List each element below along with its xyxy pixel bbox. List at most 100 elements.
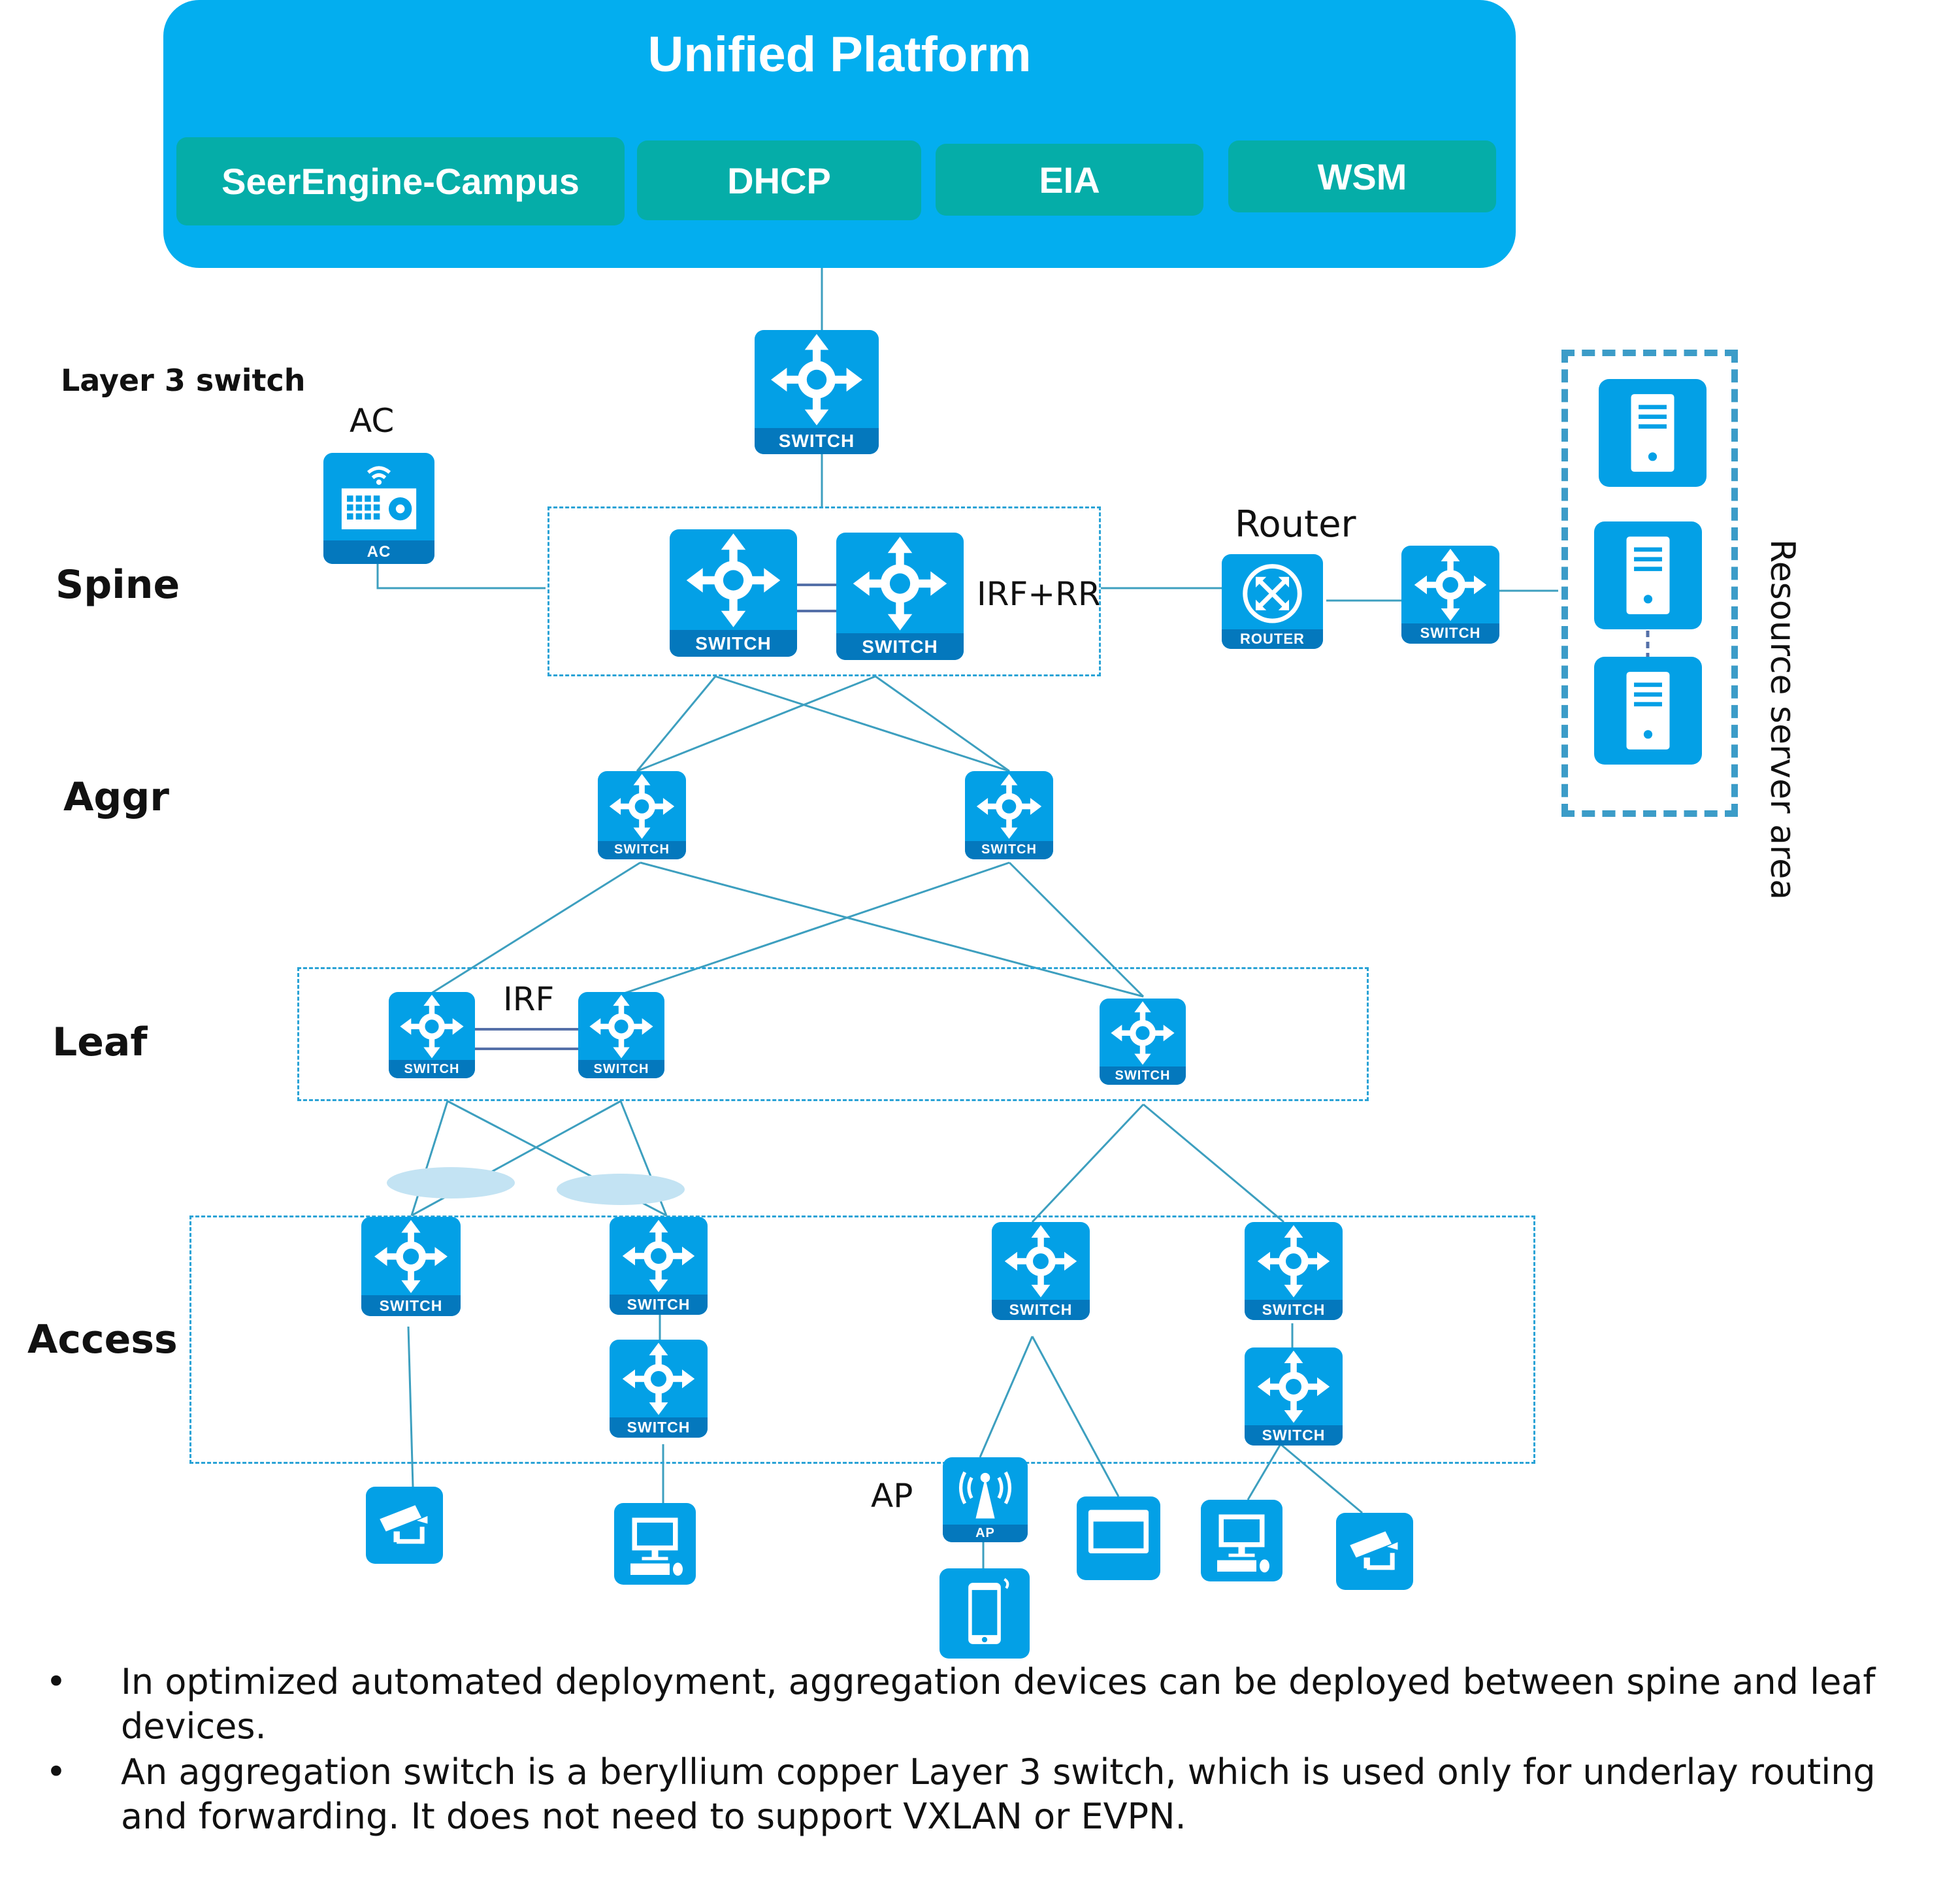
resource-server-zone (1561, 350, 1738, 817)
phone[interactable] (939, 1568, 1030, 1659)
access-switch-4[interactable]: SWITCH (992, 1222, 1090, 1320)
pc-icon (630, 1517, 683, 1576)
spine-switch-1[interactable]: SWITCH (670, 529, 797, 657)
terminal[interactable] (1077, 1496, 1160, 1580)
server-2[interactable] (1594, 521, 1702, 629)
leaf-switch-2[interactable]: SWITCH (578, 992, 664, 1078)
device-label: SWITCH (361, 1295, 461, 1316)
access-switch-2[interactable]: SWITCH (610, 1217, 708, 1315)
resource-area-label: Resource server area (1763, 539, 1802, 901)
device-label: SWITCH (610, 1417, 708, 1438)
device-label: SWITCH (598, 840, 686, 859)
leaf-zone (297, 967, 1369, 1101)
switch-icon (622, 1342, 695, 1415)
aggr-switch-1[interactable]: SWITCH (598, 771, 686, 859)
irf-rr-tag: IRF+RR (977, 575, 1101, 613)
layer3-switch[interactable]: SWITCH (755, 330, 879, 454)
device-label: AP (943, 1524, 1028, 1542)
access-switch-6[interactable]: SWITCH (1245, 1347, 1343, 1446)
switch-icon (374, 1219, 448, 1293)
server-1[interactable] (1599, 379, 1707, 487)
device-label: SWITCH (836, 633, 964, 660)
device-label: SWITCH (1245, 1425, 1343, 1446)
server-icon (1631, 394, 1674, 472)
device-label: SWITCH (755, 428, 879, 454)
camera-icon (380, 1505, 428, 1544)
access-controller[interactable]: AC (323, 453, 434, 564)
switch-icon (1257, 1225, 1330, 1298)
switch-icon (771, 334, 862, 425)
module-wsm: WSM (1228, 140, 1496, 212)
access-controller-icon (341, 466, 417, 529)
note-item-2: • An aggregation switch is a beryllium c… (46, 1750, 1940, 1839)
unified-platform: Unified Platform (163, 0, 1516, 268)
bullet-icon: • (46, 1661, 67, 1702)
spine-zone (547, 506, 1101, 676)
link-aggr-leaf-3 (623, 861, 1010, 995)
pc-2[interactable] (1201, 1500, 1282, 1581)
irf-tag: IRF (503, 980, 555, 1018)
link-spine-aggr-1 (636, 676, 717, 772)
device-label: SWITCH (1401, 623, 1499, 644)
module-eia: EIA (936, 144, 1203, 216)
camera-icon (1350, 1531, 1398, 1570)
pc-1[interactable] (614, 1503, 696, 1585)
device-label: SWITCH (992, 1299, 1090, 1320)
module-seerengine-campus: SeerEngine-Campus (176, 137, 625, 225)
switch-icon (1257, 1350, 1330, 1423)
notes-list: • In optimized automated deployment, agg… (46, 1660, 1940, 1840)
link-access-camera (407, 1326, 414, 1487)
aggr-label: Aggr (63, 774, 169, 820)
link-ac-spine (376, 563, 546, 589)
platform-title: Unified Platform (647, 27, 1032, 82)
module-dhcp: DHCP (637, 140, 921, 220)
server-3[interactable] (1594, 657, 1702, 765)
leaf-switch-3[interactable]: SWITCH (1100, 999, 1186, 1085)
spine-switch-2[interactable]: SWITCH (836, 533, 964, 660)
device-label: SWITCH (965, 840, 1053, 859)
resource-switch[interactable]: SWITCH (1401, 546, 1499, 644)
router[interactable]: ROUTER (1222, 554, 1323, 649)
device-label: SWITCH (1245, 1299, 1343, 1320)
pc-icon (1217, 1514, 1269, 1573)
switch-icon (686, 533, 781, 627)
link-leaf-access-5 (1031, 1103, 1145, 1223)
switch-icon (622, 1219, 695, 1293)
link-spine-aggr-2 (715, 675, 1010, 772)
aggr-switch-2[interactable]: SWITCH (965, 771, 1053, 859)
link-access-ap (979, 1336, 1034, 1458)
note-text: In optimized automated deployment, aggre… (121, 1661, 1876, 1747)
cloud-right (557, 1174, 685, 1205)
phone-icon (968, 1578, 1009, 1644)
terminal-icon (1088, 1510, 1149, 1554)
device-label: SWITCH (670, 630, 797, 657)
access-point[interactable]: AP (943, 1457, 1028, 1542)
access-switch-3[interactable]: SWITCH (610, 1340, 708, 1438)
camera-2[interactable] (1336, 1513, 1413, 1590)
switch-icon (609, 774, 675, 839)
switch-icon (1111, 1001, 1175, 1065)
link-access-camera2 (1280, 1443, 1363, 1514)
camera-1[interactable] (366, 1487, 443, 1564)
link-leaf-access-6 (1143, 1103, 1284, 1223)
device-label: SWITCH (389, 1060, 475, 1078)
switch-icon (1004, 1225, 1077, 1298)
switch-icon (1414, 548, 1487, 621)
link-access-terminal (1031, 1336, 1120, 1497)
link-aggr-leaf-4 (1008, 861, 1145, 998)
router-tag: Router (1235, 503, 1356, 546)
switch-icon (589, 995, 653, 1059)
access-switch-1[interactable]: SWITCH (361, 1217, 461, 1316)
bullet-icon: • (46, 1751, 67, 1793)
access-switch-5[interactable]: SWITCH (1245, 1222, 1343, 1320)
link-aggr-leaf-1 (431, 861, 641, 995)
note-item-1: • In optimized automated deployment, agg… (46, 1660, 1940, 1749)
access-point-icon (958, 1471, 1012, 1519)
server-icon (1626, 672, 1670, 750)
link-spine-aggr-3 (636, 675, 876, 772)
leaf-switch-1[interactable]: SWITCH (389, 992, 475, 1078)
link-leaf-access-1 (410, 1100, 449, 1216)
access-label: Access (27, 1317, 178, 1363)
